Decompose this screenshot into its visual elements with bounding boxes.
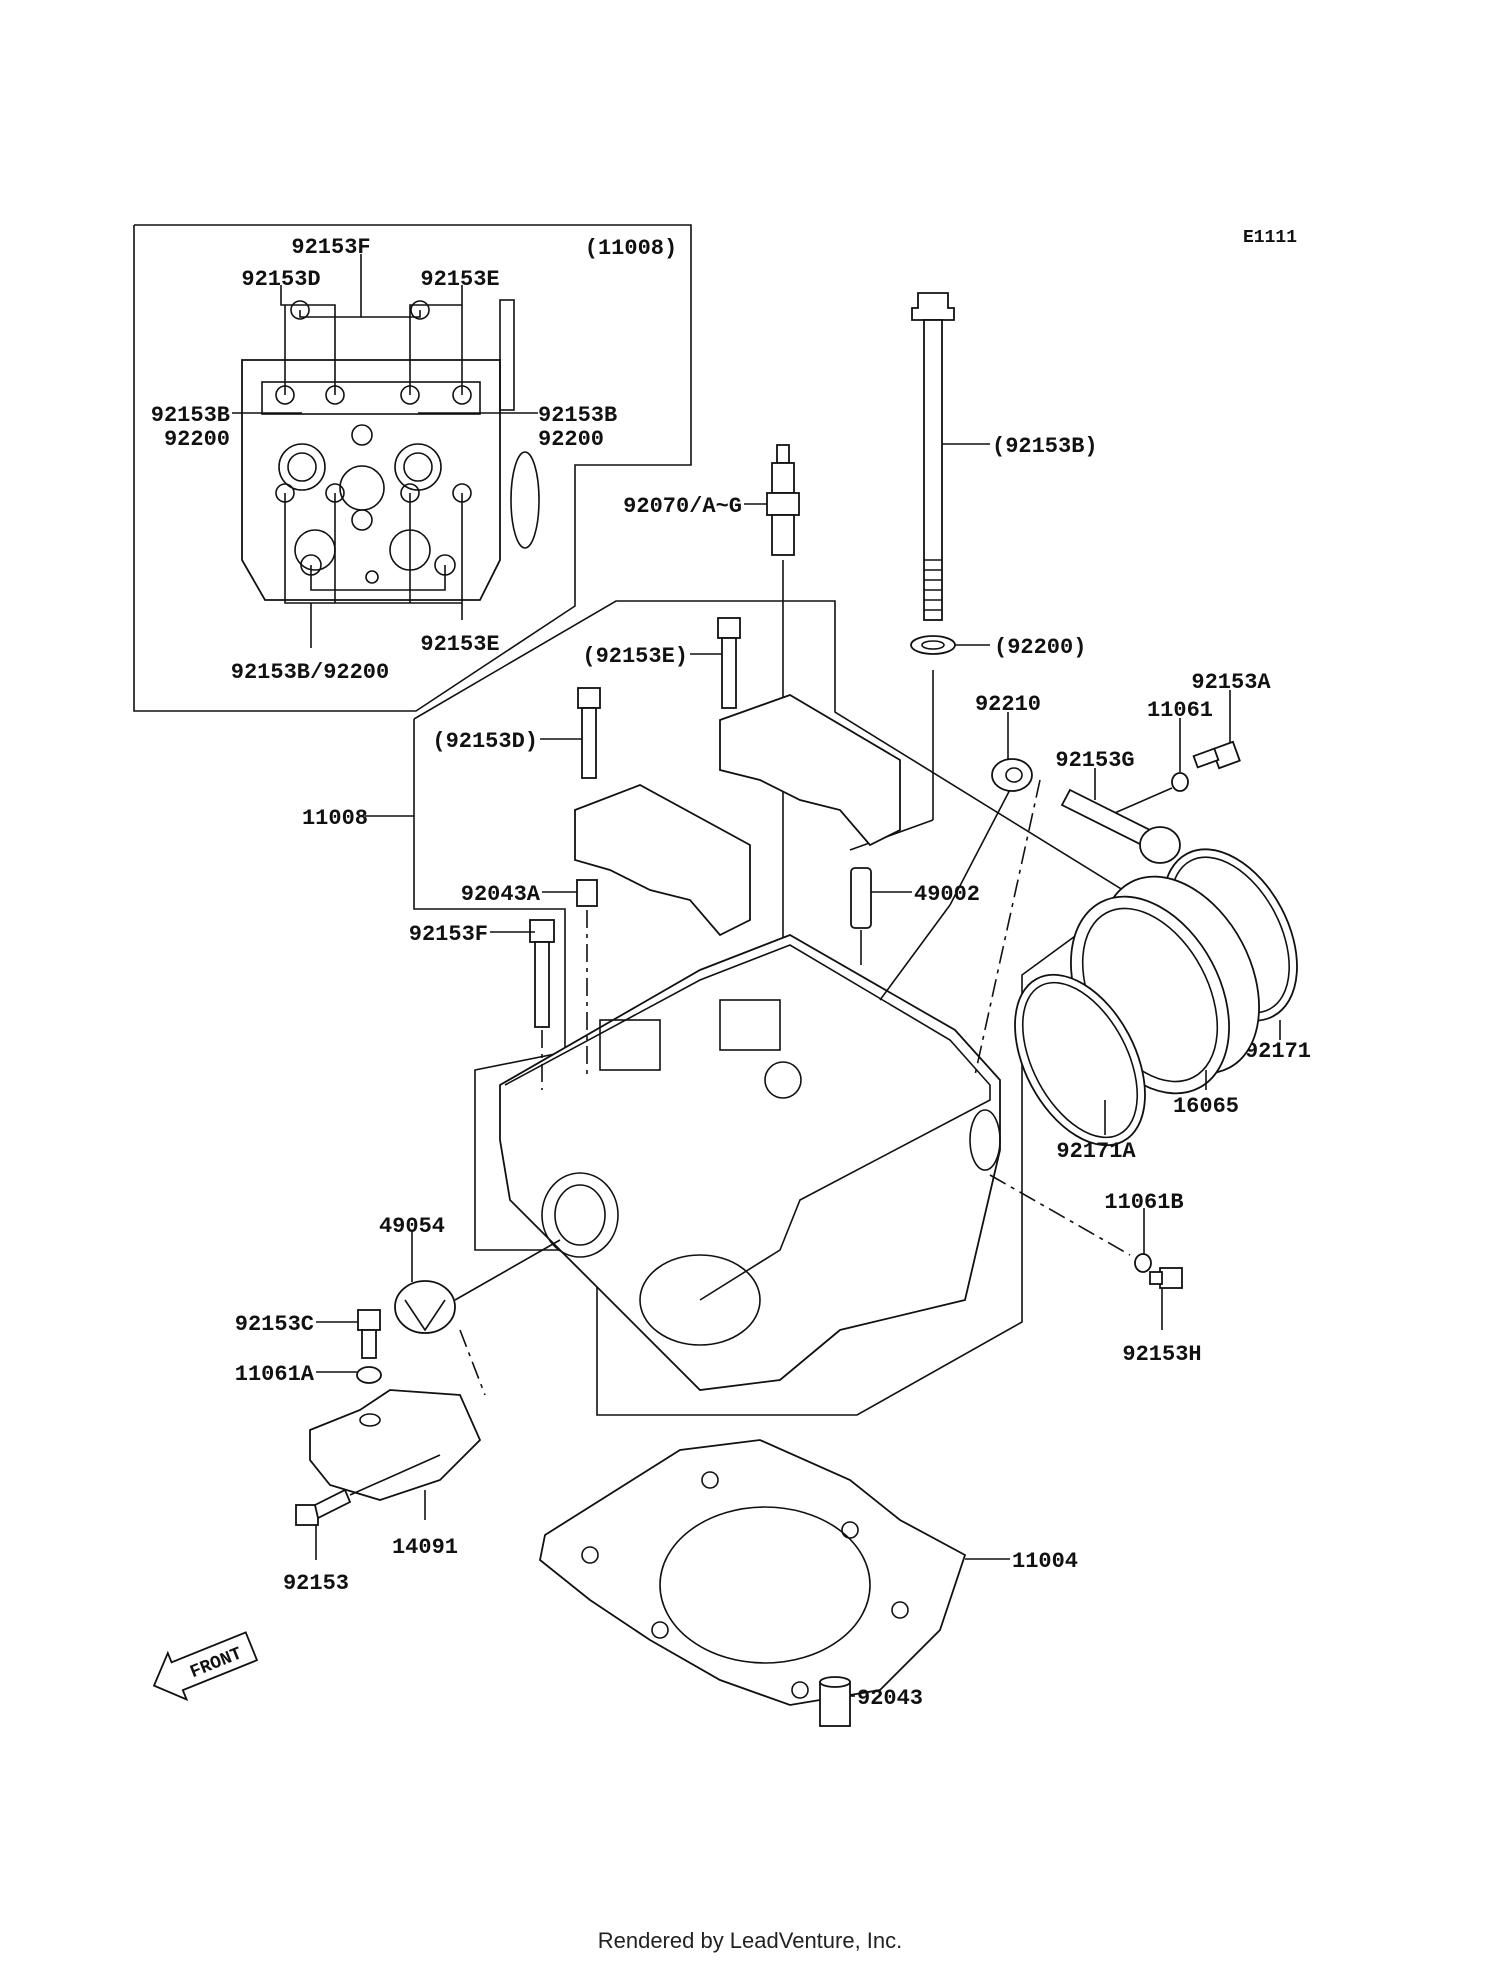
label-head-bolt-ref: (92153B) bbox=[992, 434, 1098, 459]
label-dowel-a: 92043A bbox=[461, 882, 541, 907]
assembly-outline bbox=[413, 600, 1133, 1416]
bolt-a bbox=[1192, 740, 1241, 770]
label-spark-plug: 92070/A~G bbox=[623, 494, 742, 519]
label-intake-duct: 16065 bbox=[1173, 1094, 1239, 1119]
label-housing: 14091 bbox=[392, 1535, 458, 1560]
label-gasket-b: 11061B bbox=[1104, 1190, 1183, 1215]
thermostat bbox=[394, 1280, 456, 1334]
footer-credit: Rendered by LeadVenture, Inc. bbox=[598, 1928, 903, 1953]
gasket-a bbox=[356, 1366, 382, 1384]
label-clamp-a: 92171A bbox=[1056, 1139, 1136, 1164]
spark-plug bbox=[766, 444, 800, 1080]
plug bbox=[850, 867, 872, 929]
inset-label-92200-right: 92200 bbox=[538, 427, 604, 452]
label-gasket-a: 11061A bbox=[235, 1362, 315, 1387]
washer bbox=[910, 635, 956, 655]
inset-label-92200-left: 92200 bbox=[164, 427, 230, 452]
inset-label-92153b-left: 92153B bbox=[151, 403, 230, 428]
label-plug: 49002 bbox=[914, 882, 980, 907]
diagram-code: E1111 bbox=[1243, 228, 1297, 248]
bolt bbox=[295, 1488, 352, 1526]
inset-label-92153b-92200: 92153B/92200 bbox=[231, 660, 389, 685]
front-direction-marker: FRONT bbox=[152, 1631, 259, 1702]
inset-panel: (11008) 92153F bbox=[133, 224, 692, 712]
inset-label-92153f: 92153F bbox=[291, 235, 370, 260]
bolt-h bbox=[1149, 1267, 1183, 1289]
dowel bbox=[819, 1676, 851, 1727]
label-bolt-c: 92153C bbox=[235, 1312, 314, 1337]
bolt-c bbox=[357, 1309, 381, 1359]
cylinder-head bbox=[499, 934, 1001, 1391]
inset-title: (11008) bbox=[585, 236, 677, 261]
gasket-b bbox=[1134, 1253, 1152, 1273]
label-clamp: 92171 bbox=[1245, 1039, 1311, 1064]
inset-label-92153d: 92153D bbox=[241, 267, 320, 292]
label-cam-cap-bolt-d: (92153D) bbox=[432, 729, 538, 754]
head-gasket bbox=[539, 1439, 967, 1706]
bolt-f bbox=[529, 919, 555, 1028]
label-washer-ref: (92200) bbox=[994, 635, 1086, 660]
cam-cap-bolt-e bbox=[717, 617, 741, 709]
label-dowel: 92043 bbox=[857, 1686, 923, 1711]
gasket-washer bbox=[1171, 772, 1189, 792]
dowel-a bbox=[576, 879, 598, 907]
cam-cap-bolt-d bbox=[577, 687, 601, 779]
inset-label-92153e: 92153E bbox=[420, 267, 499, 292]
inset-label-92153b-right: 92153B bbox=[538, 403, 617, 428]
label-gasket-washer: 11061 bbox=[1147, 698, 1213, 723]
clamp-a bbox=[1014, 973, 1146, 1147]
label-bolt-f: 92153F bbox=[409, 922, 488, 947]
label-bolt-a: 92153A bbox=[1191, 670, 1271, 695]
label-head-gasket: 11004 bbox=[1012, 1549, 1078, 1574]
cam-cap-lower bbox=[574, 784, 751, 937]
label-bolt-h: 92153H bbox=[1122, 1342, 1201, 1367]
cam-cap-upper bbox=[719, 694, 901, 847]
label-cylinder-head: 11008 bbox=[302, 806, 368, 831]
label-bolt: 92153 bbox=[283, 1571, 349, 1596]
thermostat-housing bbox=[309, 1389, 482, 1501]
label-cam-cap-bolt-e: (92153E) bbox=[582, 644, 688, 669]
cylinder-head-top-view bbox=[241, 299, 540, 601]
head-bolt bbox=[911, 292, 955, 621]
label-nut: 92210 bbox=[975, 692, 1041, 717]
label-bolt-g: 92153G bbox=[1055, 748, 1134, 773]
label-thermostat: 49054 bbox=[379, 1214, 445, 1239]
nut bbox=[991, 758, 1033, 792]
bolt-g bbox=[1060, 788, 1181, 864]
inset-label-92153e-lower: 92153E bbox=[420, 632, 499, 657]
